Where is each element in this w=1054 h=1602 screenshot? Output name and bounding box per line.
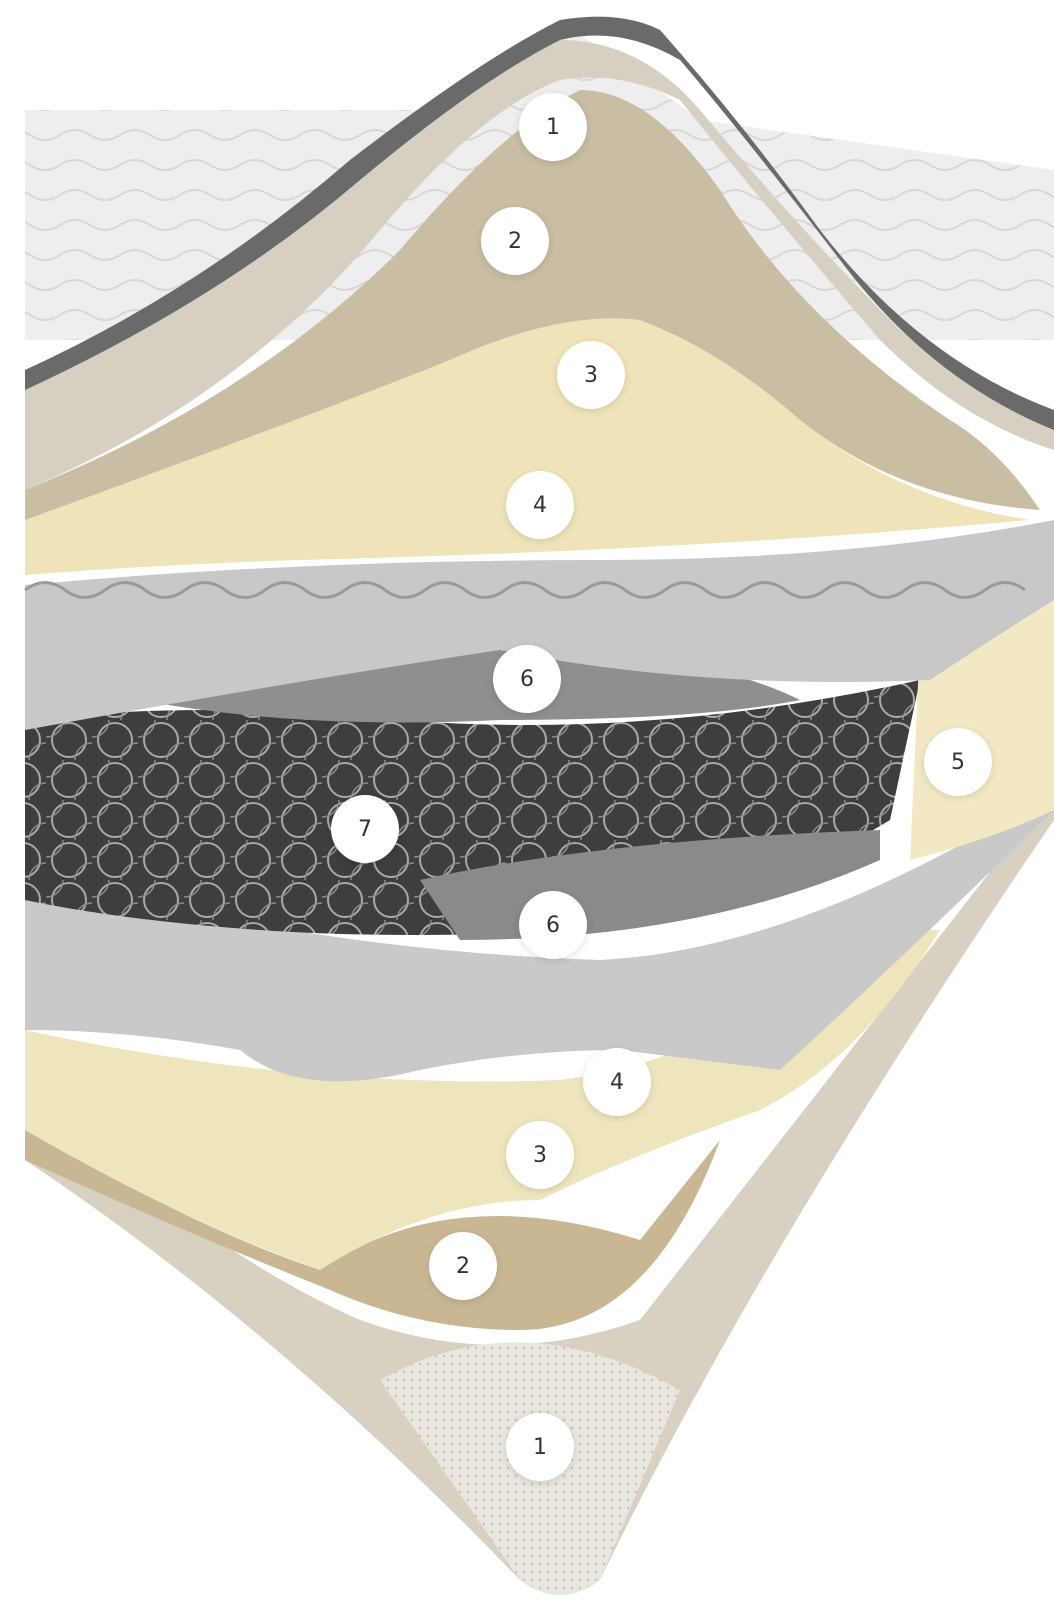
marker-badge-1-bottom: 1 xyxy=(506,1413,574,1481)
marker-badge-2-bottom: 2 xyxy=(429,1232,497,1300)
marker-badge-3-bottom: 3 xyxy=(506,1121,574,1189)
marker-badge-1-top: 1 xyxy=(519,93,587,161)
marker-badge-3-top: 3 xyxy=(557,341,625,409)
marker-badge-4-top: 4 xyxy=(506,471,574,539)
marker-badge-7: 7 xyxy=(331,795,399,863)
marker-badge-2-top: 2 xyxy=(481,207,549,275)
marker-badge-4-bottom: 4 xyxy=(583,1048,651,1116)
marker-badge-5: 5 xyxy=(924,728,992,796)
marker-badge-6-bottom: 6 xyxy=(519,891,587,959)
marker-badge-6-top: 6 xyxy=(493,645,561,713)
